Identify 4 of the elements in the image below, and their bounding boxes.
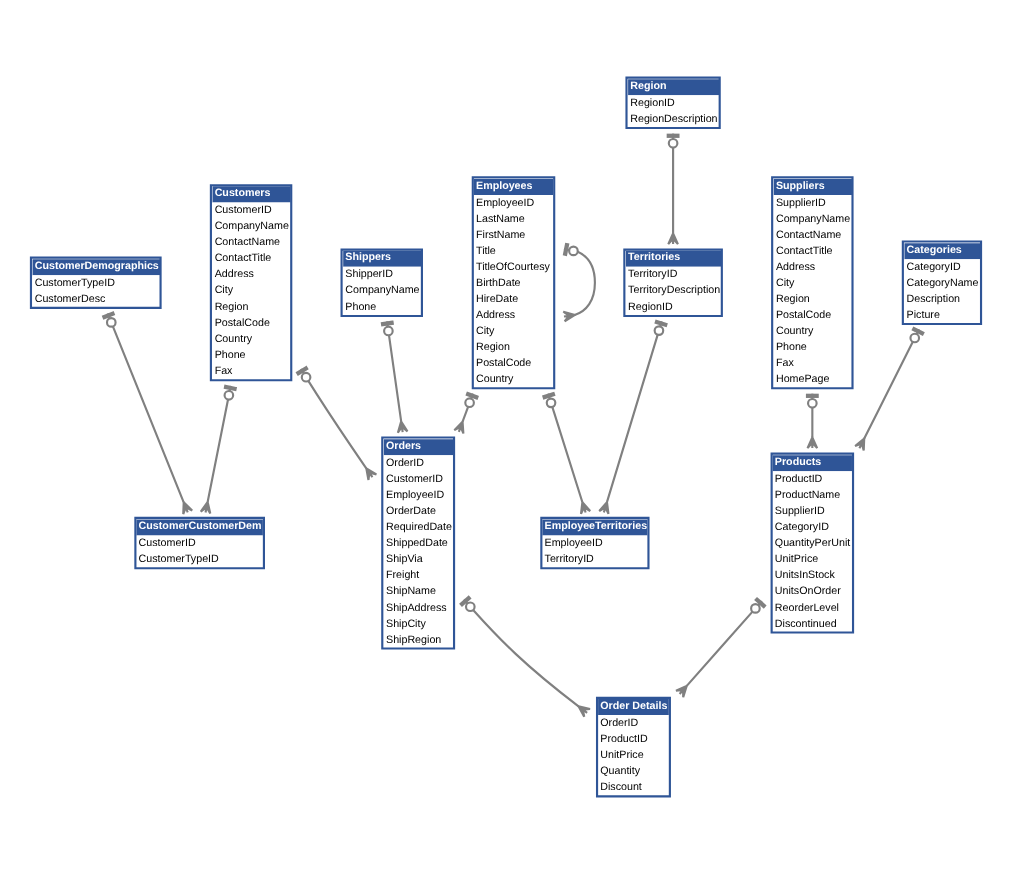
connector (380, 320, 409, 434)
connector (295, 365, 378, 482)
connector (854, 326, 925, 452)
connector (453, 391, 479, 435)
